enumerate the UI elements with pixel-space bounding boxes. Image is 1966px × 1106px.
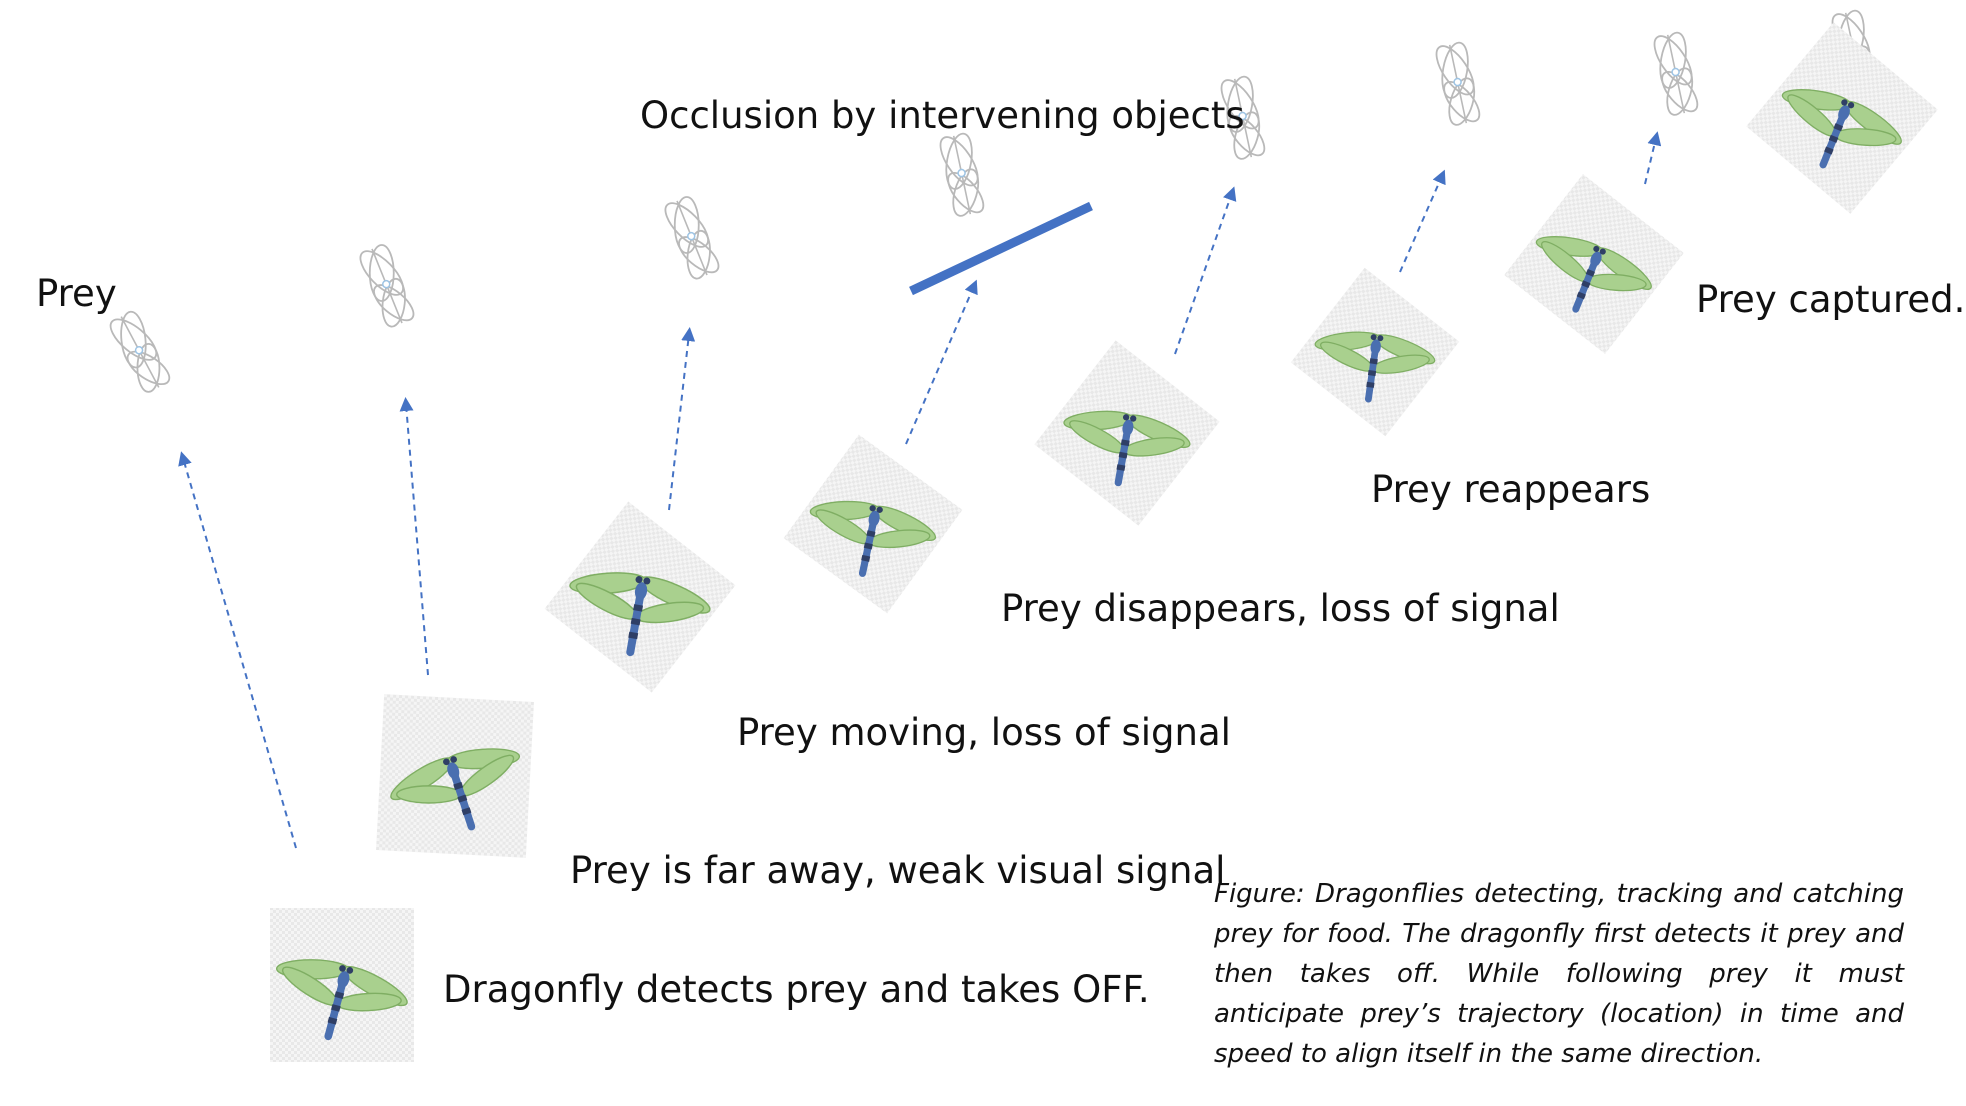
prey-icon-6 — [1426, 35, 1490, 133]
dragonfly-stage-7 — [1504, 174, 1684, 354]
trajectory-arrow-7 — [1644, 131, 1662, 185]
trajectory-arrow-1 — [178, 451, 297, 849]
prey-icon-4 — [930, 126, 994, 224]
label-prey-far: Prey is far away, weak visual signal — [570, 849, 1226, 892]
dragonfly-stage-6 — [1290, 267, 1460, 437]
trajectory-arrow-2 — [399, 397, 429, 676]
trajectory-arrow-4 — [905, 279, 978, 445]
occluder-bar — [909, 201, 1093, 296]
dragonfly-stage-5 — [1034, 340, 1220, 526]
dragonfly-stage-3 — [544, 501, 736, 693]
label-prey: Prey — [36, 272, 117, 315]
label-prey-reappears: Prey reappears — [1371, 468, 1651, 511]
prey-icon-2 — [349, 235, 425, 337]
dragonfly-stage-4 — [783, 434, 963, 614]
prey-icon-7 — [1644, 25, 1708, 123]
prey-icon-1 — [99, 301, 181, 403]
trajectory-arrow-3 — [668, 327, 696, 511]
dragonfly-stage-2 — [376, 694, 540, 858]
label-dragonfly-detects: Dragonfly detects prey and takes OFF. — [443, 968, 1150, 1011]
label-prey-moving: Prey moving, loss of signal — [737, 711, 1231, 754]
label-prey-disappears: Prey disappears, loss of signal — [1001, 587, 1560, 630]
trajectory-arrow-5 — [1174, 186, 1237, 355]
dragonfly-stage-1 — [259, 908, 417, 1062]
dragonfly-stage-8 — [1746, 22, 1938, 214]
figure-caption: Figure: Dragonflies detecting, tracking … — [1214, 879, 1904, 1069]
trajectory-arrow-6 — [1399, 169, 1446, 273]
label-occlusion: Occlusion by intervening objects — [640, 94, 1245, 137]
prey-icon-3 — [654, 187, 730, 289]
label-prey-captured: Prey captured. — [1696, 278, 1966, 321]
